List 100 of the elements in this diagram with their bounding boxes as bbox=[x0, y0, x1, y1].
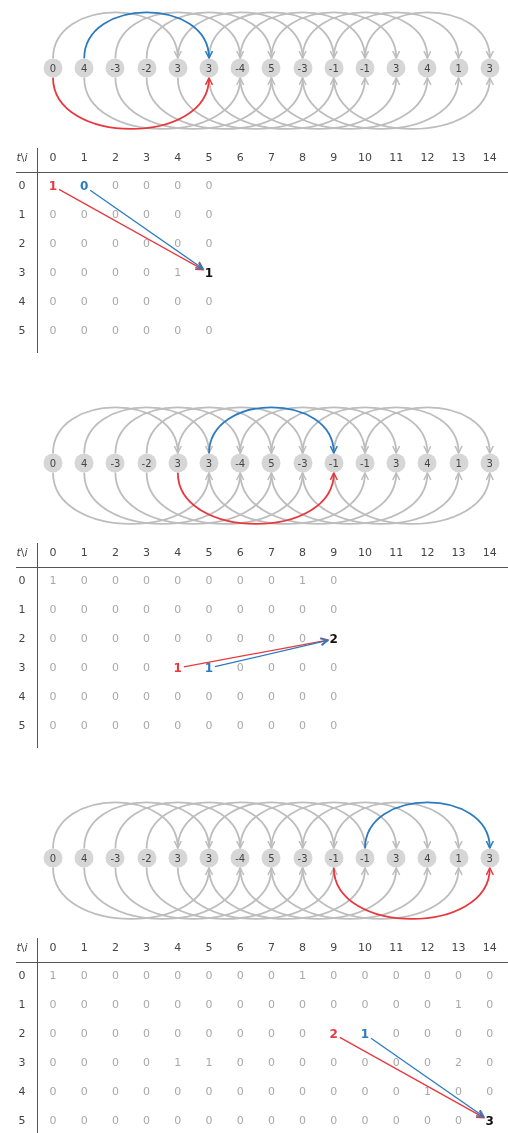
cell-value: 0 bbox=[143, 690, 151, 704]
arrow bbox=[332, 76, 493, 130]
value-circle: -3 bbox=[105, 58, 125, 78]
column-index: 10 bbox=[358, 941, 372, 955]
arrow bbox=[301, 471, 462, 525]
column-index: 10 bbox=[358, 546, 372, 560]
cell-value: 0 bbox=[486, 1056, 494, 1070]
cell-value: 0 bbox=[236, 574, 244, 588]
arrow bbox=[52, 76, 212, 130]
cell-value: 0 bbox=[205, 1027, 213, 1041]
row-index: 5 bbox=[18, 324, 26, 338]
cell-value: 0 bbox=[80, 969, 88, 983]
value-circle: -3 bbox=[293, 58, 313, 78]
column-index: 9 bbox=[330, 151, 338, 165]
value-circle: 3 bbox=[386, 848, 406, 868]
column-index: 5 bbox=[205, 941, 213, 955]
arrow bbox=[145, 11, 275, 60]
arrow bbox=[332, 801, 462, 850]
value-circle: 3 bbox=[199, 848, 219, 868]
column-index: 4 bbox=[174, 941, 182, 955]
arrow bbox=[270, 76, 431, 130]
cell-value: 0 bbox=[80, 661, 88, 675]
cell-value: 0 bbox=[299, 632, 307, 646]
arrow bbox=[83, 471, 244, 525]
row-index: 1 bbox=[18, 603, 26, 617]
cell-value: 0 bbox=[174, 179, 182, 193]
arrow bbox=[83, 76, 244, 130]
cell-value: 0 bbox=[80, 1085, 88, 1099]
arrow bbox=[83, 866, 244, 920]
column-index: 8 bbox=[299, 546, 307, 560]
cell-value: 0 bbox=[392, 1027, 400, 1041]
cell-value: 0 bbox=[49, 603, 57, 617]
arrow bbox=[52, 471, 212, 525]
value-circle: 4 bbox=[417, 58, 437, 78]
arrow bbox=[83, 406, 212, 455]
row-index: 1 bbox=[18, 998, 26, 1012]
value-circle: 3 bbox=[199, 453, 219, 473]
cell-value: 0 bbox=[80, 237, 88, 251]
cell-value: 0 bbox=[205, 998, 213, 1012]
cell-value: 0 bbox=[267, 661, 275, 675]
arrow bbox=[176, 866, 337, 920]
cell-value: 0 bbox=[330, 603, 338, 617]
cell-value: 1 bbox=[205, 1056, 213, 1070]
arrow bbox=[239, 866, 400, 920]
cell-value: 0 bbox=[392, 1056, 400, 1070]
arrow bbox=[83, 11, 212, 60]
cell-value: 3 bbox=[485, 1114, 494, 1128]
cell-value: 0 bbox=[174, 632, 182, 646]
value-circle: 3 bbox=[480, 848, 500, 868]
value-circle: -4 bbox=[230, 848, 250, 868]
cell-value: 0 bbox=[205, 690, 213, 704]
column-index: 12 bbox=[420, 941, 435, 955]
arrow bbox=[176, 406, 306, 455]
value-circle: 3 bbox=[199, 58, 219, 78]
cell-value: 0 bbox=[299, 690, 307, 704]
value-circle: 4 bbox=[74, 848, 94, 868]
column-index: 0 bbox=[49, 941, 57, 955]
cell-value: 1 bbox=[173, 661, 182, 675]
value-circle: -1 bbox=[324, 58, 344, 78]
cell-value: 0 bbox=[111, 237, 119, 251]
cell-value: 0 bbox=[423, 998, 431, 1012]
cell-value: 0 bbox=[455, 969, 463, 983]
cell-value: 0 bbox=[205, 603, 213, 617]
arrow bbox=[239, 76, 400, 130]
value-circle: 0 bbox=[43, 848, 63, 868]
cell-value: 0 bbox=[143, 998, 151, 1012]
cell-value: 0 bbox=[143, 266, 151, 280]
cell-value: 0 bbox=[80, 266, 88, 280]
cell-value: 0 bbox=[80, 690, 88, 704]
column-index: 5 bbox=[205, 151, 213, 165]
cell-value: 0 bbox=[392, 998, 400, 1012]
arrow bbox=[332, 11, 462, 60]
arrow bbox=[208, 471, 368, 525]
cell-value: 0 bbox=[49, 237, 57, 251]
value-circle: -1 bbox=[355, 58, 375, 78]
cell-value: 1 bbox=[48, 179, 58, 193]
column-index: 14 bbox=[482, 151, 497, 165]
cell-value: 0 bbox=[80, 295, 88, 309]
value-circle: 5 bbox=[261, 58, 281, 78]
row-index: 0 bbox=[18, 969, 26, 983]
cell-value: 0 bbox=[80, 574, 88, 588]
arrow bbox=[52, 866, 212, 920]
cell-value: 0 bbox=[205, 237, 213, 251]
cell-value: 0 bbox=[80, 998, 88, 1012]
cell-value: 0 bbox=[267, 690, 275, 704]
arrow bbox=[270, 471, 431, 525]
row-index: 2 bbox=[18, 237, 26, 251]
column-index: 8 bbox=[299, 941, 307, 955]
cell-value: 0 bbox=[205, 719, 213, 733]
value-circle: 3 bbox=[480, 453, 500, 473]
cell-value: 0 bbox=[330, 690, 338, 704]
column-index: 11 bbox=[389, 941, 404, 955]
cell-value: 0 bbox=[111, 603, 119, 617]
row-index: 3 bbox=[18, 1056, 26, 1070]
cell-value: 0 bbox=[330, 969, 338, 983]
cell-value: 0 bbox=[174, 603, 182, 617]
column-index: 8 bbox=[299, 151, 307, 165]
cell-value: 0 bbox=[392, 969, 400, 983]
cell-value: 1 bbox=[49, 969, 57, 983]
value-circle: -2 bbox=[137, 453, 157, 473]
